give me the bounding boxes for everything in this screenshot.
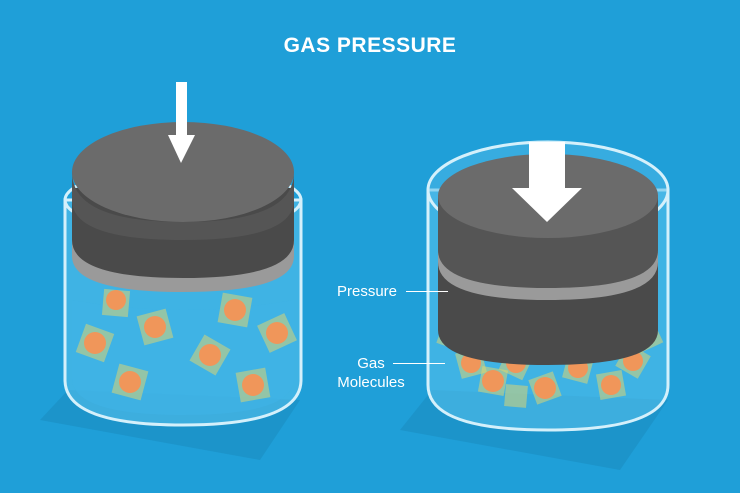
pressure-label: Pressure <box>337 283 398 300</box>
left-piston <box>72 122 294 292</box>
left-container <box>40 82 303 460</box>
gas-label-line2: Molecules <box>337 374 405 391</box>
left-down-arrow-icon <box>168 82 195 163</box>
left-gas-molecules <box>75 288 297 403</box>
pressure-leader-line <box>406 291 448 292</box>
gas-leader-line <box>393 363 445 364</box>
diagram-title: GAS PRESSURE <box>283 34 457 57</box>
gas-label-line1: Gas <box>357 355 385 372</box>
right-container <box>400 140 670 470</box>
gas-molecules-label: Gas Molecules <box>333 354 409 392</box>
right-down-arrow-icon <box>512 142 582 222</box>
